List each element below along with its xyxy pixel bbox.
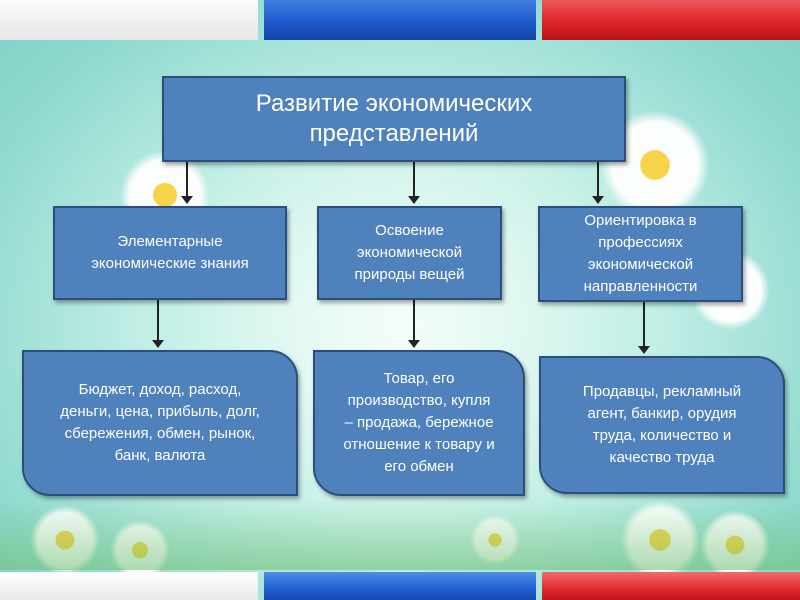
diagram-title-line: Развитие экономических — [255, 90, 533, 117]
category-box-elementary-knowledge: Элементарные экономические знания — [53, 206, 287, 300]
flag-stripe-red-top — [542, 0, 800, 40]
detail-text-line: – продажа, бережное — [344, 414, 494, 431]
category-text-line: природы вещей — [354, 266, 465, 283]
detail-text-line: деньги, цена, прибыль, долг, — [60, 403, 260, 420]
detail-text-line: Товар, его — [383, 370, 455, 387]
flag-stripe-red-bottom — [542, 572, 800, 600]
grass-decoration — [0, 500, 800, 570]
category-text-line: Освоение — [375, 222, 444, 239]
connector-line — [413, 300, 415, 340]
diagram-title-line: представлений — [309, 120, 479, 147]
connector-arrow — [152, 340, 164, 348]
detail-text-line: Бюджет, доход, расход, — [78, 381, 242, 398]
category-text-line: профессиях — [598, 234, 683, 251]
connector-arrow — [638, 346, 650, 354]
detail-text-line: качество труда — [609, 449, 715, 466]
detail-box-budget: Бюджет, доход, расход, деньги, цена, при… — [22, 350, 298, 496]
connector-line — [597, 162, 599, 196]
diagram-title-box: Развитие экономических представлений — [162, 76, 626, 162]
category-box-professions: Ориентировка в профессиях экономической … — [538, 206, 743, 302]
connector-line — [643, 302, 645, 346]
category-text-line: экономические знания — [91, 255, 249, 272]
flag-stripe-blue-bottom — [264, 572, 536, 600]
connector-arrow — [408, 340, 420, 348]
detail-text-line: его обмен — [384, 458, 454, 475]
category-text-line: экономической — [587, 256, 694, 273]
detail-text-line: производство, купля — [347, 392, 491, 409]
connector-arrow — [181, 196, 193, 204]
detail-text-line: банк, валюта — [114, 447, 206, 464]
connector-line — [157, 300, 159, 340]
detail-box-sellers: Продавцы, рекламный агент, банкир, оруди… — [539, 356, 785, 494]
detail-text-line: Продавцы, рекламный — [582, 383, 742, 400]
flag-stripe-white-top — [0, 0, 258, 40]
connector-line — [413, 162, 415, 196]
detail-text-line: сбережения, обмен, рынок, — [64, 425, 256, 442]
flag-stripe-blue-top — [264, 0, 536, 40]
category-text-line: направленности — [583, 278, 698, 295]
category-box-economic-nature: Освоение экономической природы вещей — [317, 206, 502, 300]
connector-arrow — [592, 196, 604, 204]
connector-arrow — [408, 196, 420, 204]
category-text-line: Элементарные — [117, 233, 223, 250]
category-text-line: Ориентировка в — [584, 212, 697, 229]
detail-text-line: труда, количество и — [592, 427, 732, 444]
category-text-line: экономической — [356, 244, 463, 261]
flag-stripe-white-bottom — [0, 572, 258, 600]
detail-text-line: отношение к товару и — [343, 436, 495, 453]
detail-text-line: агент, банкир, орудия — [587, 405, 737, 422]
detail-box-goods: Товар, его производство, купля – продажа… — [313, 350, 525, 496]
connector-line — [186, 162, 188, 196]
